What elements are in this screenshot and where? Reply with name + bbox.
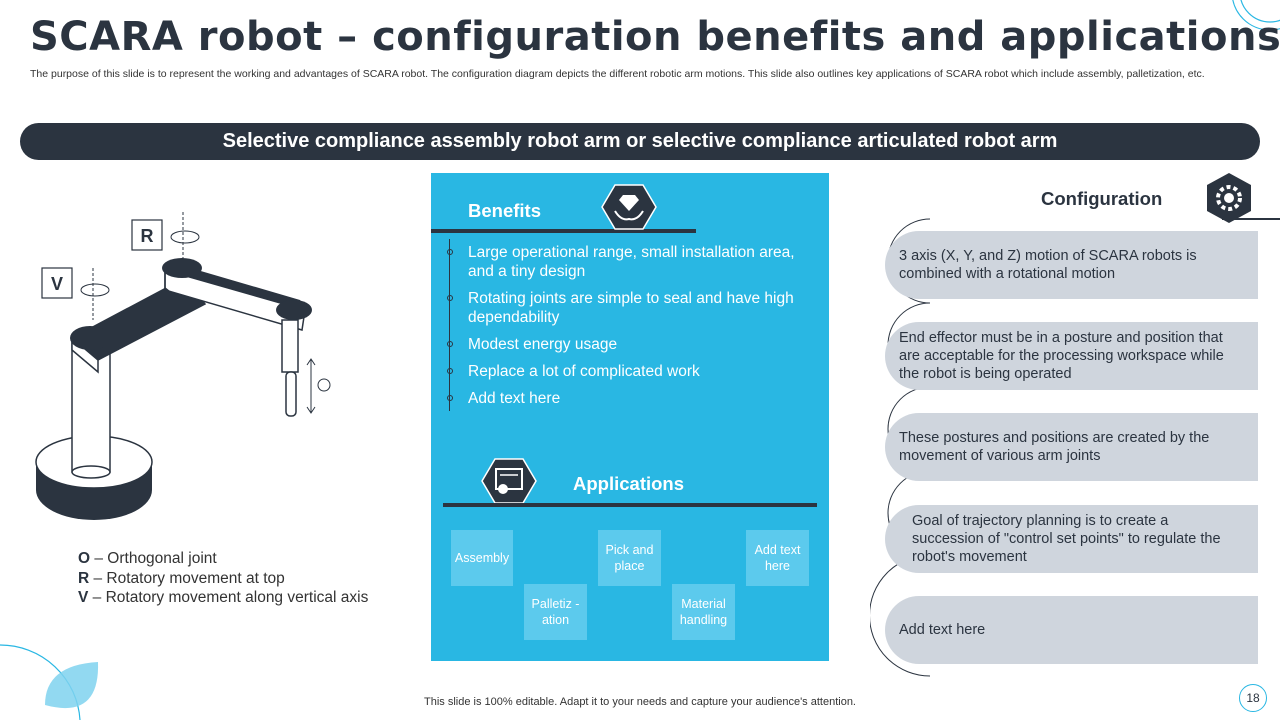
- legend-item: R – Rotatory movement at top: [78, 569, 285, 587]
- legend-item: O – Orthogonal joint: [78, 550, 217, 567]
- monitor-gear-icon: [481, 458, 537, 504]
- app-palletization: Palletiz -ation: [524, 584, 587, 640]
- corner-decoration: [1232, 0, 1280, 31]
- list-item: Add text here: [431, 389, 808, 408]
- list-item: Large operational range, small installat…: [431, 243, 808, 281]
- list-item: Modest energy usage: [431, 335, 808, 354]
- app-add-text: Add text here: [746, 530, 809, 586]
- robot-legend: O – Orthogonal joint R – Rotatory moveme…: [78, 549, 368, 608]
- applications-divider: [443, 503, 817, 507]
- diamond-hand-icon: [601, 184, 657, 230]
- footer-note: This slide is 100% editable. Adapt it to…: [424, 696, 856, 708]
- benefits-divider: [431, 229, 696, 233]
- section-banner: Selective compliance assembly robot arm …: [20, 123, 1260, 160]
- legend-item: V – Rotatory movement along vertical axi…: [78, 589, 369, 606]
- list-item: Replace a lot of complicated work: [431, 362, 808, 381]
- page-number: 18: [1239, 684, 1267, 712]
- page-title: SCARA robot – configuration benefits and…: [30, 14, 1280, 60]
- configuration-item: End effector must be in a posture and po…: [885, 322, 1258, 390]
- leaf-decoration: [0, 644, 99, 720]
- applications-title: Applications: [573, 473, 685, 494]
- benefits-list: Large operational range, small installat…: [431, 243, 829, 416]
- robot-gear-icon: [1207, 173, 1251, 223]
- configuration-item: Add text here: [885, 596, 1258, 664]
- configuration-item: 3 axis (X, Y, and Z) motion of SCARA rob…: [885, 231, 1258, 299]
- configuration-item: Goal of trajectory planning is to create…: [885, 505, 1258, 573]
- label-v: V: [51, 274, 63, 294]
- scara-robot-illustration: R V: [35, 212, 331, 520]
- label-r: R: [141, 226, 154, 246]
- app-assembly: Assembly: [451, 530, 513, 586]
- app-pick-and-place: Pick and place: [598, 530, 661, 586]
- benefits-applications-panel: Benefits Large operational range, small …: [431, 173, 829, 661]
- list-item: Rotating joints are simple to seal and h…: [431, 289, 808, 327]
- app-material-handling: Material handling: [672, 584, 735, 640]
- configuration-item: These postures and positions are created…: [885, 413, 1258, 481]
- benefits-title: Benefits: [468, 200, 541, 221]
- configuration-divider: [1222, 218, 1280, 220]
- benefits-timeline: [449, 239, 450, 411]
- page-subtitle: The purpose of this slide is to represen…: [30, 68, 1205, 80]
- configuration-title: Configuration: [1041, 188, 1163, 209]
